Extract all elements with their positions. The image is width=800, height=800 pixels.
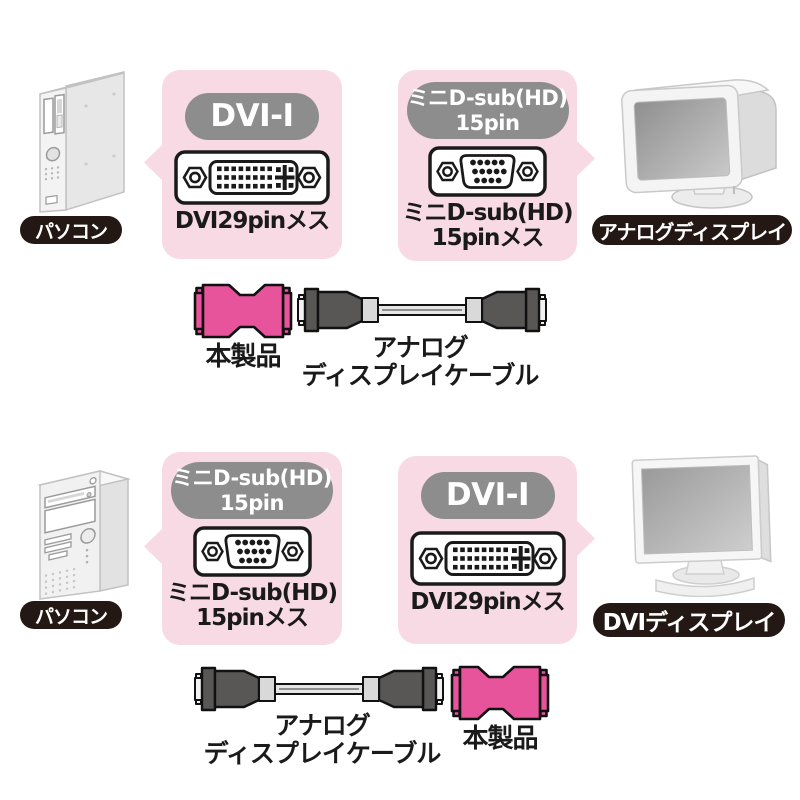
callout-arrow-right-icon: [576, 140, 595, 177]
vga-badge: ミニD-sub(HD) 15pin: [406, 82, 569, 139]
vga-cable-icon: [193, 664, 445, 714]
adapter-icon: [450, 661, 550, 725]
analog-cable-label: アナログ ディスプレイケーブル: [203, 711, 442, 768]
dvi-callout-bottom: DVI-I DVI29pinメス: [398, 456, 595, 644]
adapter-icon: [193, 279, 293, 343]
dvi-caption: DVI29pinメス: [174, 208, 330, 234]
vga-connector-icon: [192, 526, 312, 577]
callout-arrow-left-icon: [144, 144, 163, 181]
vga-callout-top: ミニD-sub(HD) 15pin ミニD-sub(HD) 15pinメス: [398, 70, 595, 261]
dvi-connector-icon: [174, 150, 330, 205]
pc-label: パソコン: [20, 216, 122, 244]
vga-connector-icon: [428, 146, 547, 197]
dvi-callout-top: DVI-I DVI29pinメス: [144, 70, 342, 259]
dvi-badge: DVI-I: [420, 472, 555, 519]
dvi-caption: DVI29pinメス: [410, 589, 565, 615]
callout-arrow-left-icon: [144, 528, 163, 565]
dvi-badge: DVI-I: [185, 93, 319, 140]
analog-cable-label: アナログ ディスプレイケーブル: [301, 333, 540, 390]
pc-label-bottom: パソコン: [20, 601, 122, 629]
dvi-connector-icon: [409, 531, 566, 586]
product-label: 本製品: [462, 724, 538, 754]
vga-cable-icon: [296, 285, 548, 335]
analog-display-label: アナログディスプレイ: [592, 215, 792, 245]
dvi-display-label: DVIディスプレイ: [593, 603, 785, 637]
product-label: 本製品: [205, 342, 281, 372]
vga-caption: ミニD-sub(HD) 15pinメス: [402, 200, 574, 252]
crt-monitor-icon: [616, 64, 792, 212]
vga-callout-bottom: ミニD-sub(HD) 15pin ミニD-sub(HD) 15pinメス: [144, 452, 342, 645]
lcd-monitor-icon: [620, 452, 788, 597]
callout-arrow-right-icon: [576, 520, 595, 557]
tower-pc-icon: [26, 455, 144, 600]
desktop-pc-icon: [26, 64, 144, 216]
vga-badge: ミニD-sub(HD) 15pin: [171, 462, 333, 519]
vga-caption: ミニD-sub(HD) 15pinメス: [167, 580, 338, 632]
